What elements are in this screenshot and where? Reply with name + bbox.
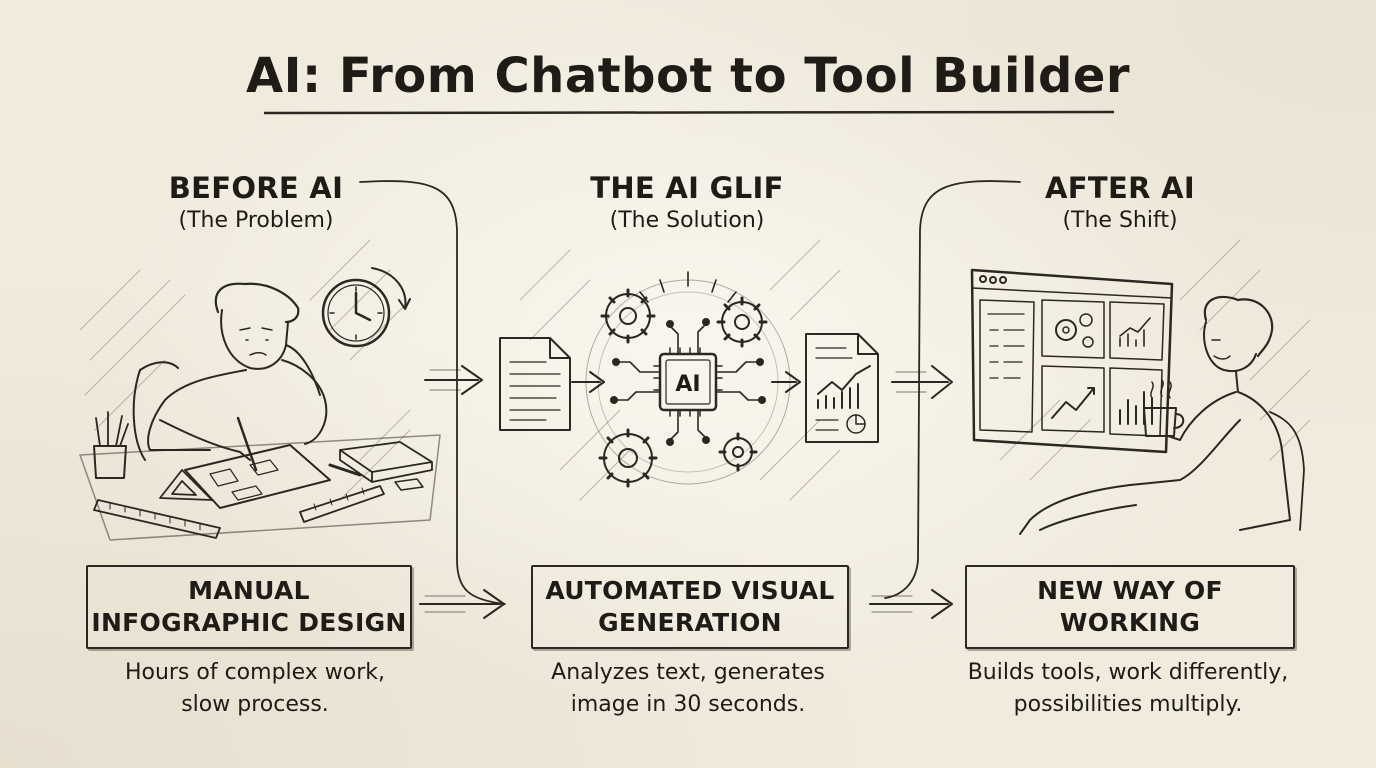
arrow-right-icon <box>891 365 953 399</box>
before-ai-description: Hours of complex work, slow process. <box>124 660 386 717</box>
document-icon <box>499 337 571 431</box>
coffee-cup-icon <box>1143 379 1185 437</box>
pencil-cup-icon <box>93 411 129 479</box>
before-ai-label-box: MANUAL INFOGRAPHIC DESIGN <box>86 565 412 649</box>
gear-icon <box>716 296 768 348</box>
after-ai-header: AFTER AI (The Shift) <box>940 170 1300 236</box>
ai-glif-heading: THE AI GLIF <box>590 171 784 205</box>
after-ai-label-box: NEW WAY OF WORKING <box>965 565 1295 649</box>
relaxed-user-illustration <box>970 268 1305 535</box>
ai-glif-label-box: AUTOMATED VISUAL GENERATION <box>531 565 849 649</box>
arrow-right-icon <box>419 589 505 619</box>
connector-before-to-glif <box>359 180 506 605</box>
after-ai-subheading: (The Shift) <box>1062 208 1178 233</box>
report-icon <box>805 333 879 443</box>
stressed-designer-illustration <box>79 267 441 541</box>
ai-glif-description: Analyzes text, generates image in 30 sec… <box>551 660 825 717</box>
ai-glif-header: THE AI GLIF (The Solution) <box>507 170 867 236</box>
arrow-right-icon <box>424 365 483 395</box>
connector-glif-to-after <box>884 180 1021 599</box>
title-underline <box>263 110 1115 115</box>
ai-chip-icon <box>653 347 723 417</box>
before-ai-heading: BEFORE AI <box>168 171 344 205</box>
gear-icon <box>600 288 656 344</box>
before-ai-header: BEFORE AI (The Problem) <box>76 170 436 236</box>
clock-icon <box>321 267 411 348</box>
dashboard-icon <box>970 268 1174 454</box>
ai-glif-illustration: AI <box>499 271 879 488</box>
ai-glif-subheading: (The Solution) <box>609 208 765 233</box>
flow-connectors <box>359 180 1021 605</box>
arrow-right-icon <box>869 589 953 619</box>
arrow-right-icon <box>771 371 801 393</box>
before-ai-subheading: (The Problem) <box>178 208 334 233</box>
gear-icon <box>718 432 758 472</box>
after-ai-description: Builds tools, work differently, possibil… <box>967 660 1289 717</box>
gear-icon <box>598 428 658 488</box>
page-title: AI: From Chatbot to Tool Builder <box>245 48 1131 104</box>
flow-arrows <box>419 365 953 619</box>
arrow-right-icon <box>571 371 605 393</box>
after-ai-heading: AFTER AI <box>1045 171 1195 205</box>
hatch-shading <box>79 239 1311 501</box>
ai-chip-label: AI <box>675 372 700 397</box>
